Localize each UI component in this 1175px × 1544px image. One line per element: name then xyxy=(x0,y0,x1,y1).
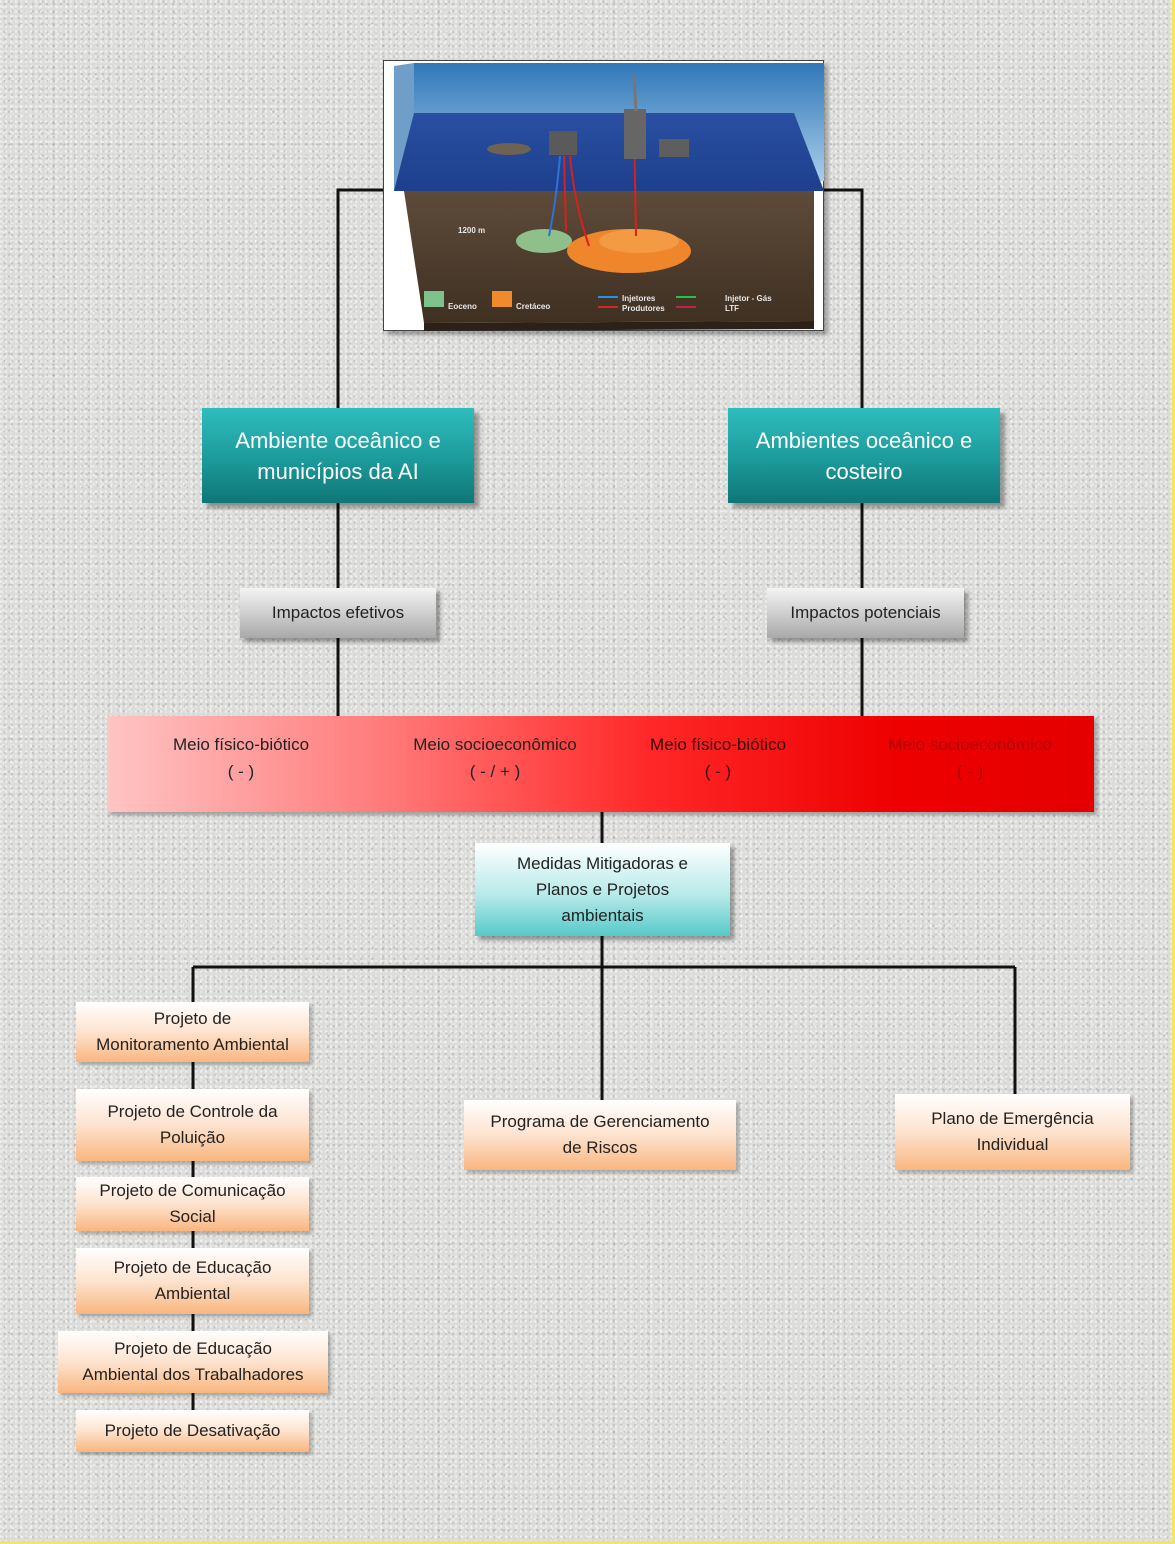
environment-right-box: Ambientes oceânico e costeiro xyxy=(728,408,1000,503)
media-label: Meio socioeconômico xyxy=(888,735,1052,754)
page-frame-right xyxy=(1172,0,1175,1544)
media-bar xyxy=(107,716,1094,812)
mitigation-measures-box: Medidas Mitigadoras e Planos e Projetos … xyxy=(475,843,730,936)
project-line1: Projeto de Comunicação xyxy=(99,1181,286,1200)
project-decommissioning: Projeto de Desativação xyxy=(76,1410,309,1452)
media-sign: ( - ) xyxy=(956,762,984,781)
legend-injetores: Injetores xyxy=(622,294,656,303)
impacts-potential-box: Impactos potenciais xyxy=(767,588,964,638)
media-sign: ( - ) xyxy=(227,762,255,781)
emergency-plan-line2: Individual xyxy=(976,1135,1049,1154)
project-line2: Ambiental dos Trabalhadores xyxy=(82,1365,304,1384)
project-environmental-monitoring: Projeto de Monitoramento Ambiental xyxy=(76,1002,309,1062)
measures-line3: ambientais xyxy=(561,905,644,925)
offshore-field-picture xyxy=(394,63,824,331)
media-physical-biotic-effective: Meio físico-biótico ( - ) xyxy=(150,731,332,785)
project-line2: Social xyxy=(169,1207,216,1226)
project-line1: Projeto de xyxy=(153,1009,232,1028)
media-socioeconomic-effective: Meio socioeconômico ( - / + ) xyxy=(395,731,595,785)
project-line1: Projeto de Educação xyxy=(113,1258,272,1277)
environment-right-line1: Ambientes oceânico e xyxy=(755,427,973,453)
project-line1: Projeto de Controle da xyxy=(107,1102,278,1121)
legend-ltf: LTF xyxy=(725,304,740,313)
impacts-effective-box: Impactos efetivos xyxy=(240,588,436,638)
project-line2: Ambiental xyxy=(154,1284,231,1303)
project-line2: Poluição xyxy=(159,1128,226,1147)
environment-left-line2: municípios da AI xyxy=(257,458,419,484)
risk-program-line1: Programa de Gerenciamento xyxy=(490,1112,710,1131)
connector-illustration-right xyxy=(820,188,864,408)
project-environmental-education: Projeto de Educação Ambiental xyxy=(76,1248,309,1314)
measures-line1: Medidas Mitigadoras e xyxy=(516,853,689,873)
legend-produtores: Produtores xyxy=(622,304,665,313)
risk-management-program: Programa de Gerenciamento de Riscos xyxy=(464,1100,736,1170)
media-label: Meio físico-biótico xyxy=(172,735,310,754)
page-frame-bottom xyxy=(0,1541,1175,1544)
project-pollution-control: Projeto de Controle da Poluição xyxy=(76,1089,309,1161)
legend-cretaceo: Cretáceo xyxy=(516,302,551,311)
individual-emergency-plan: Plano de Emergência Individual xyxy=(895,1094,1130,1170)
environment-left-box: Ambiente oceânico e municípios da AI xyxy=(202,408,474,503)
media-sign: ( - ) xyxy=(704,762,732,781)
offshore-field-illustration: 1200 m Eoceno Cretáceo Injetores Produto… xyxy=(383,60,824,331)
measures-line2: Planos e Projetos xyxy=(535,879,670,899)
media-label: Meio socioeconômico xyxy=(413,735,577,754)
connector-illustration-left xyxy=(336,188,400,408)
project-workers-education: Projeto de Educação Ambiental dos Trabal… xyxy=(58,1331,328,1393)
media-label: Meio físico-biótico xyxy=(649,735,787,754)
project-line2: Monitoramento Ambiental xyxy=(96,1035,289,1054)
project-social-communication: Projeto de Comunicação Social xyxy=(76,1177,309,1231)
project-line1: Projeto de Educação xyxy=(114,1339,272,1358)
project-line1: Projeto de Desativação xyxy=(104,1421,281,1440)
media-physical-biotic-potential: Meio físico-biótico ( - ) xyxy=(628,731,808,785)
media-socioeconomic-potential: Meio socioeconômico ( - ) xyxy=(870,731,1070,785)
depth-label: 1200 m xyxy=(458,226,486,235)
legend-injetor-gas: Injetor - Gás xyxy=(725,294,772,303)
environment-left-line1: Ambiente oceânico e xyxy=(235,427,441,453)
risk-program-line2: de Riscos xyxy=(562,1138,638,1157)
environment-right-line2: costeiro xyxy=(825,458,903,484)
legend-eoceno: Eoceno xyxy=(448,302,477,311)
emergency-plan-line1: Plano de Emergência xyxy=(931,1109,1094,1128)
media-sign: ( - / + ) xyxy=(469,762,521,781)
